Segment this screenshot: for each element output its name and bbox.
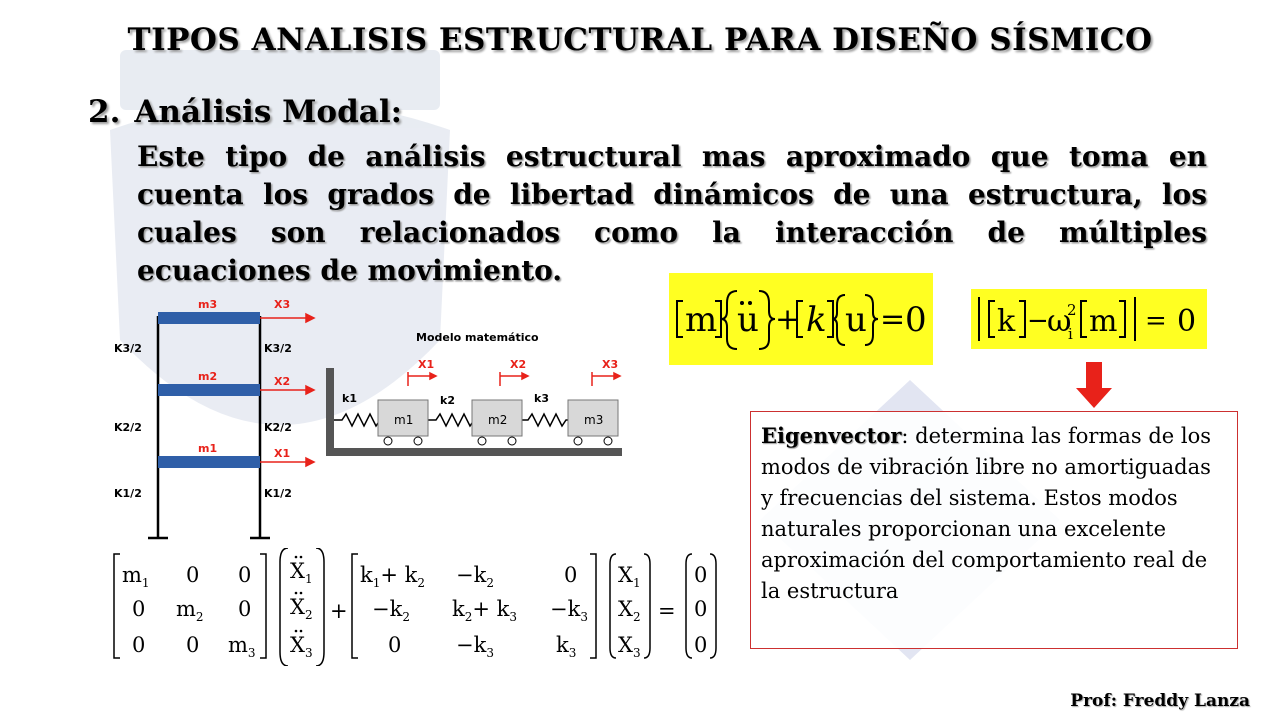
mass-spring-model-diagram: Modelo matemático X1 X2 X3 k1 k2 k3 m1 m… bbox=[326, 331, 622, 456]
eigenvector-box: Eigenvector: determina las formas de los… bbox=[750, 411, 1238, 649]
svg-text:0: 0 bbox=[186, 563, 199, 587]
svg-text:X2: X2 bbox=[618, 597, 641, 624]
matrix-equation-of-motion: m1 0 0 0 m2 0 0 0 m3 X1 X2 X3 + k1+ k2 −… bbox=[113, 548, 717, 666]
svg-text:−k3: −k3 bbox=[550, 597, 588, 624]
model-spring-label: k1 bbox=[342, 392, 357, 405]
svg-text:k: k bbox=[806, 300, 827, 340]
description-paragraph: Este tipo de análisis estructural mas ap… bbox=[137, 140, 1207, 287]
svg-text:0: 0 bbox=[564, 563, 577, 587]
svg-text:−k2: −k2 bbox=[456, 563, 494, 590]
svg-text:0: 0 bbox=[694, 563, 707, 587]
section-heading: 2. Análisis Modal: bbox=[88, 94, 402, 130]
model-mass-label: m3 bbox=[584, 413, 603, 427]
svg-text:i: i bbox=[1068, 325, 1073, 343]
svg-text:=: = bbox=[1145, 306, 1167, 336]
arrow-down-icon bbox=[1076, 362, 1112, 408]
svg-text:X2: X2 bbox=[290, 595, 313, 622]
model-spring-label: k3 bbox=[534, 392, 549, 405]
page-title: TIPOS ANALISIS ESTRUCTURAL PARA DISEÑO S… bbox=[127, 22, 1153, 58]
svg-text:X3: X3 bbox=[290, 633, 313, 660]
characteristic-equation-formula: k − ω 2 i m = 0 bbox=[978, 297, 1196, 343]
svg-text:m3: m3 bbox=[228, 633, 256, 660]
model-displacement-label: X2 bbox=[510, 358, 526, 371]
svg-text:u: u bbox=[845, 300, 867, 340]
frame-spring-right-label: K1/2 bbox=[264, 487, 292, 500]
author-credit: Prof: Freddy Lanza bbox=[1070, 691, 1250, 711]
eigenvector-term: Eigenvector bbox=[761, 423, 902, 448]
svg-text:+: + bbox=[330, 599, 348, 623]
model-mass-label: m2 bbox=[488, 413, 507, 427]
model-title: Modelo matemático bbox=[416, 331, 539, 344]
frame-spring-left-label: K2/2 bbox=[114, 421, 142, 434]
svg-text:0: 0 bbox=[388, 633, 401, 657]
svg-text:0: 0 bbox=[132, 633, 145, 657]
model-spring-label: k2 bbox=[440, 394, 455, 407]
model-displacement-label: X3 bbox=[602, 358, 618, 371]
svg-text:−k3: −k3 bbox=[456, 633, 494, 660]
eigenvector-text: : determina las formas de los modos de v… bbox=[761, 424, 1212, 603]
svg-text:0: 0 bbox=[238, 563, 251, 587]
svg-text:m1: m1 bbox=[122, 563, 150, 590]
svg-text:0: 0 bbox=[694, 633, 707, 657]
frame-spring-left-label: K3/2 bbox=[114, 342, 142, 355]
svg-text:X1: X1 bbox=[618, 563, 641, 590]
svg-text:=: = bbox=[880, 302, 905, 337]
frame-spring-right-label: K3/2 bbox=[264, 342, 292, 355]
equation-of-motion-formula: m u + k u = 0 bbox=[676, 290, 927, 350]
svg-text:k: k bbox=[997, 304, 1016, 339]
svg-text:u: u bbox=[737, 300, 759, 340]
section-number: 2. bbox=[88, 94, 121, 130]
svg-text:=: = bbox=[658, 599, 676, 623]
svg-text:m: m bbox=[685, 300, 717, 340]
svg-text:0: 0 bbox=[1177, 304, 1196, 339]
shear-building-diagram: m3 m2 m1 X3 X2 X1 K3/2 K2/2 K1/2 K3/2 K2… bbox=[114, 298, 316, 540]
svg-text:0: 0 bbox=[186, 633, 199, 657]
section-title: Análisis Modal: bbox=[134, 94, 403, 130]
equation-of-motion: m u + k u = 0 bbox=[669, 273, 933, 365]
svg-text:X1: X1 bbox=[290, 559, 313, 586]
characteristic-equation: k − ω 2 i m = 0 bbox=[971, 289, 1207, 349]
svg-text:ω: ω bbox=[1047, 304, 1071, 339]
frame-spring-right-label: K2/2 bbox=[264, 421, 292, 434]
frame-displacement-label: X2 bbox=[274, 375, 290, 388]
university-seal-watermark bbox=[110, 50, 450, 425]
svg-text:2: 2 bbox=[1067, 301, 1077, 319]
frame-displacement-label: X1 bbox=[274, 447, 290, 460]
frame-mass-label: m3 bbox=[198, 298, 217, 311]
svg-text:+: + bbox=[775, 302, 800, 337]
svg-text:−: − bbox=[1027, 306, 1049, 336]
svg-text:−k2: −k2 bbox=[372, 597, 410, 624]
svg-text:k2+ k3: k2+ k3 bbox=[452, 597, 517, 624]
model-mass-label: m1 bbox=[394, 413, 413, 427]
frame-mass-label: m2 bbox=[198, 370, 217, 383]
svg-text:m: m bbox=[1089, 304, 1117, 339]
svg-text:0: 0 bbox=[132, 597, 145, 621]
svg-text:k1+ k2: k1+ k2 bbox=[360, 563, 425, 590]
frame-mass-label: m1 bbox=[198, 442, 217, 455]
svg-text:0: 0 bbox=[905, 300, 927, 340]
frame-displacement-label: X3 bbox=[274, 298, 290, 311]
frame-spring-left-label: K1/2 bbox=[114, 487, 142, 500]
svg-text:k3: k3 bbox=[556, 633, 576, 660]
model-displacement-label: X1 bbox=[418, 358, 434, 371]
svg-text:0: 0 bbox=[694, 597, 707, 621]
svg-text:m2: m2 bbox=[176, 597, 204, 624]
svg-text:X3: X3 bbox=[618, 633, 641, 660]
svg-text:0: 0 bbox=[238, 597, 251, 621]
